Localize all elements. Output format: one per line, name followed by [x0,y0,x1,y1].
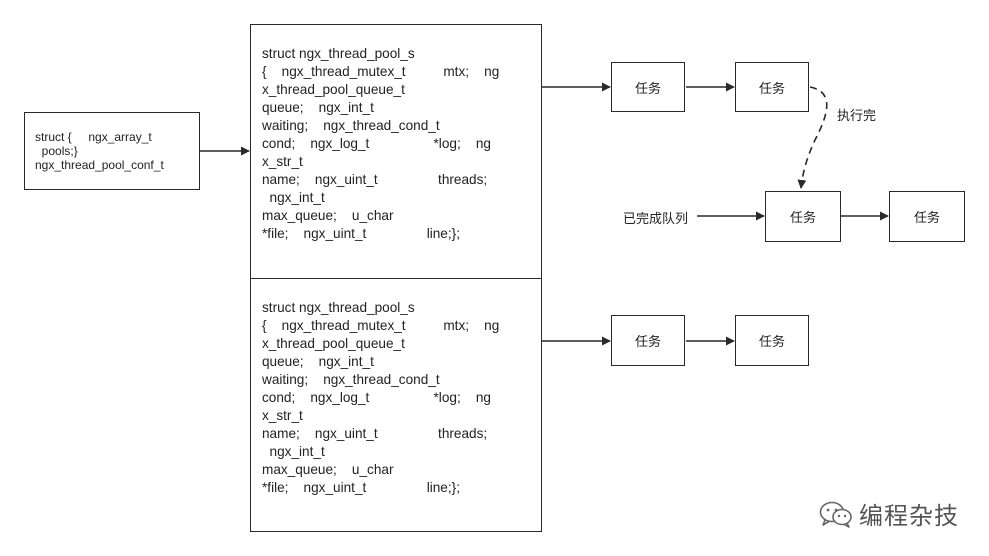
pool-struct-line: { ngx_thread_mutex_t mtx; ng [262,64,500,79]
pool-struct-line: x_thread_pool_queue_t [262,82,405,97]
thread-pool-box-1: struct ngx_thread_pool_s { ngx_thread_mu… [250,24,542,279]
task-node-queue2-a: 任务 [611,315,685,366]
pool-struct-line: cond; ngx_log_t *log; ng [262,136,491,151]
task-node-queue2-b: 任务 [735,315,809,366]
pool-struct-line: waiting; ngx_thread_cond_t [262,118,440,133]
executed-label: 执行完 [837,108,877,123]
task-node-queue1-a: 任务 [611,62,685,112]
pool-struct-line: name; ngx_uint_t threads; [262,426,488,441]
pool-struct-line: x_str_t [262,154,303,169]
pool-struct-line: x_thread_pool_queue_t [262,336,405,351]
pool-struct-line: queue; ngx_int_t [262,354,374,369]
task-node-done-1: 任务 [765,191,841,242]
pool-struct-line: max_queue; u_char [262,462,394,477]
pool-struct-line: x_str_t [262,408,303,423]
dashed-arrow-executed [797,86,828,189]
pool-struct-line: { ngx_thread_mutex_t mtx; ng [262,318,500,333]
pool-struct-line: queue; ngx_int_t [262,100,374,115]
watermark: 编程杂技 [819,496,959,531]
pool-struct-line: ngx_int_t [262,190,325,205]
pool-struct-line: ngx_int_t [262,444,325,459]
conf-struct-line: ngx_thread_pool_conf_t [35,158,164,172]
conf-struct-line: struct { ngx_array_t [35,130,152,144]
thread-pool-box-2: struct ngx_thread_pool_s { ngx_thread_mu… [250,278,542,532]
pool-struct-line: name; ngx_uint_t threads; [262,172,488,187]
task-node-done-2: 任务 [889,191,965,242]
pool-struct-line: struct ngx_thread_pool_s [262,46,415,61]
pool-struct-line: *file; ngx_uint_t line;}; [262,226,460,241]
watermark-text: 编程杂技 [859,503,959,530]
conf-struct-line: pools;} [35,144,78,158]
pool-struct-line: max_queue; u_char [262,208,394,223]
conf-struct-box: struct { ngx_array_t pools;} ngx_thread_… [24,112,200,190]
pool-struct-line: waiting; ngx_thread_cond_t [262,372,440,387]
pool-struct-line: cond; ngx_log_t *log; ng [262,390,491,405]
done-queue-label: 已完成队列 [623,211,689,226]
task-node-queue1-b: 任务 [735,62,809,112]
pool-struct-line: *file; ngx_uint_t line;}; [262,480,460,495]
wechat-icon [819,501,852,528]
pool-struct-line: struct ngx_thread_pool_s [262,300,415,315]
